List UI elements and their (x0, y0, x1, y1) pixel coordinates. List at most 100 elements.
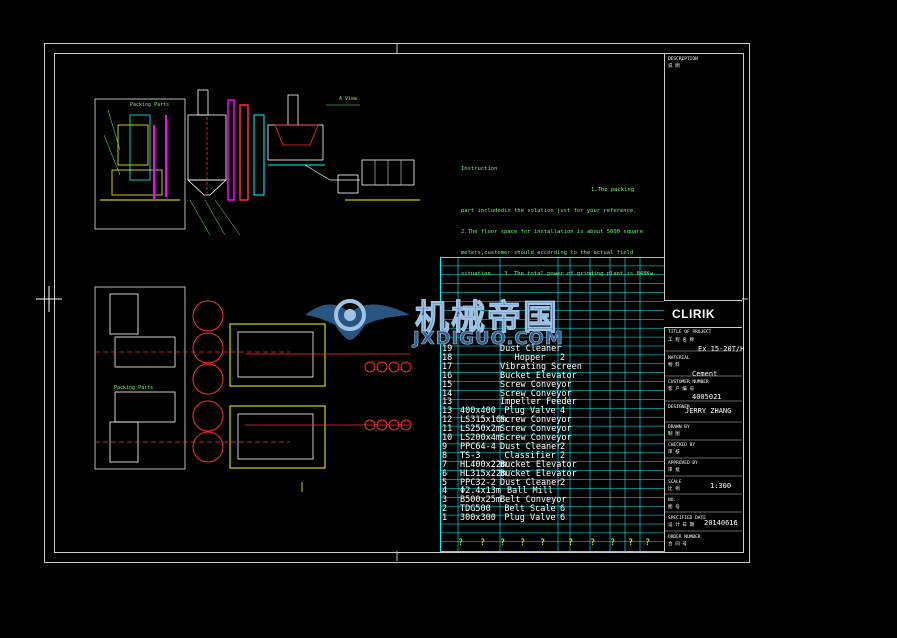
no-label: NO. (668, 498, 677, 503)
date-label: SPECIFIED DATE (668, 516, 706, 521)
material-label: MATERIAL (668, 356, 690, 361)
bom-qty: 2 (560, 450, 566, 461)
packing-parts-label-bottom: Packing Parts (114, 385, 154, 391)
scale-label: SCALE (668, 480, 682, 485)
scale-value: 1:300 (710, 482, 732, 490)
date-cn: 设 计 日 期 (668, 523, 695, 528)
bom-spec: HL400x22m (460, 459, 507, 470)
watermark-gear-logo (305, 299, 410, 340)
bom-qty: 2 (560, 352, 566, 363)
logo-cell: CLIRIK (664, 300, 742, 328)
customer-cn: 客 户 编 号 (668, 387, 695, 392)
title-block-lines (664, 350, 742, 532)
bom-no: 19 (442, 344, 453, 354)
bom-no: 3 (442, 495, 448, 506)
bom-no: 10 (442, 433, 453, 443)
no-cn: 图 号 (668, 505, 680, 510)
bom-name: Dust Cleaner (500, 344, 562, 354)
material-cn: 物 料 (668, 363, 680, 368)
bom-no: 8 (442, 450, 448, 461)
bom-name: Screw Conveyor (500, 433, 572, 443)
project-value: Ex 15-20T/H (698, 345, 745, 353)
bom-mark: ? (458, 538, 464, 548)
bom-no: 6 (442, 468, 448, 479)
sheet-inner-frame (54, 53, 744, 553)
instruction-line: 2.The floor space for installation is ab… (461, 229, 644, 235)
description-cn: 说 明 (668, 64, 680, 69)
bom-mark: ? (540, 538, 546, 548)
bom-spec: PPC32-2 (460, 477, 496, 488)
bom-spec: TDG500 (460, 504, 491, 515)
bom-qty: 2 (560, 477, 566, 488)
bom-mark: ? (610, 538, 616, 548)
bom-no: 7 (442, 459, 448, 470)
bom-qty: 6 (560, 504, 566, 515)
description-label: DESCRIPTION (668, 57, 698, 62)
order-label: ORDER NUMBER (668, 535, 701, 540)
bom-mark: ? (590, 538, 596, 548)
bom-mark: ? (500, 538, 506, 548)
scale-cn: 比 例 (668, 487, 680, 492)
instruction-line: meters,customer should according to the … (461, 250, 634, 256)
elevation-view (94, 89, 420, 236)
bom-mark: ? (480, 538, 486, 548)
bom-qty: 4 (560, 406, 566, 417)
drawn-label: DRAWN BY (668, 425, 690, 430)
bom-name: Dust Cleaner (500, 441, 562, 452)
bom-no: 11 (442, 424, 453, 435)
bom-spec: LS315x16m (460, 415, 507, 426)
instruction-note: Instruction 1.The packing part includedi… (461, 152, 656, 285)
designer-label: DESIGNER (668, 405, 690, 410)
approved-cn: 审 批 (668, 468, 680, 473)
drawn-cn: 制 图 (668, 432, 680, 437)
bom-name: Screw Conveyor (500, 388, 572, 399)
bom-no: 17 (442, 361, 453, 372)
bom-no: 5 (442, 477, 448, 488)
bom-qty: 2 (560, 441, 566, 452)
instruction-title: Instruction (461, 166, 498, 172)
bom-name: Screw Conveyor (500, 424, 572, 435)
packing-parts-label-top: Packing Parts (130, 102, 170, 108)
bom-name: Hopper (514, 352, 546, 363)
bom-grid (440, 257, 665, 552)
bom-spec: 400x400 (460, 406, 496, 417)
bom-name: Dust Cleaner (500, 477, 562, 488)
bom-name: Ball Mill (506, 486, 554, 497)
bom-mark: ? (568, 538, 574, 548)
bom-no: 13 (442, 406, 453, 417)
designer-value: JERRY ZHANG (685, 407, 732, 415)
instruction-line: part includedin the solution just for yo… (461, 208, 637, 214)
project-label: TITLE OF PROJECT (668, 330, 712, 335)
bom-spec: Φ2.4x13m (460, 486, 501, 497)
bom-no: 1 (442, 513, 448, 524)
bom-no: 16 (442, 370, 453, 381)
bom-spec: PPC64-4 (460, 441, 496, 452)
bom-name: Belt Scale (504, 504, 556, 515)
bom-no: 18 (442, 352, 453, 363)
bom-spec: B500x25m (460, 495, 501, 506)
bom-spec: 300x300 (460, 513, 496, 524)
bom-no: 2 (442, 504, 448, 515)
bom-name: Screw Conveyor (500, 415, 572, 426)
bom-name: Impeller Feeder (500, 397, 577, 408)
customer-value: 4005021 (692, 393, 722, 401)
bom-no: 9 (442, 441, 448, 452)
project-cn: 工 程 名 称 (668, 338, 695, 343)
material-value: Cement (692, 370, 718, 378)
date-value: 20140616 (704, 519, 738, 527)
company-logo: CLIRIK (672, 307, 715, 321)
plan-view (94, 286, 412, 492)
customer-label: CUSTOMER NUMBER (668, 380, 709, 385)
view-label: A View (339, 96, 358, 102)
bom-mark: ? (628, 538, 634, 548)
bom-spec: LS250x2m (460, 424, 501, 435)
approved-label: APPROVED BY (668, 461, 698, 466)
watermark-url: JXDIGUO.COM (413, 328, 564, 350)
bom-name: Plug Valve (504, 513, 556, 524)
bom-name: Plug Valve (504, 406, 556, 417)
bom-mark: ? (520, 538, 526, 548)
bom-qty: 6 (560, 513, 566, 524)
bom-name: Bucket Elevator (500, 468, 577, 479)
bom-no: 15 (442, 379, 453, 390)
